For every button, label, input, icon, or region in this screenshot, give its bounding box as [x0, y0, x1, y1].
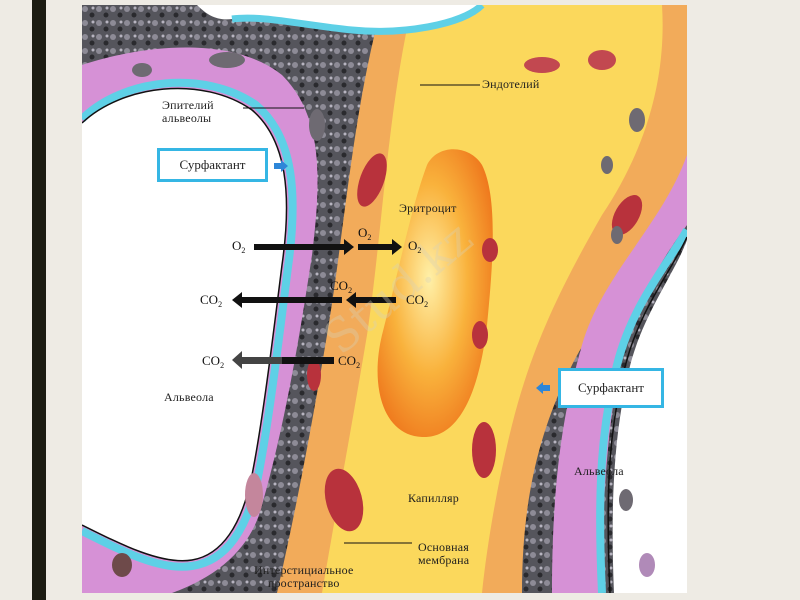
cell-nuclei [112, 50, 655, 577]
surfactant-left-label: Сурфактант [179, 157, 246, 172]
gas-co2-erythrocyte: CO2 [406, 292, 429, 309]
diagram-illustration: Stud.kz [82, 5, 687, 593]
alveolar-capillary-diagram: Stud.kz Эпителий альвеолы Эндотелий Эрит… [82, 5, 687, 593]
left-alveolus [82, 88, 287, 561]
gas-o2-alveola: O2 [232, 238, 246, 255]
capillary-plasma [322, 5, 663, 593]
label-endothelium: Эндотелий [482, 77, 540, 91]
erythrocyte-shape [377, 149, 493, 438]
label-basement-membrane: Основная мембрана [418, 541, 469, 567]
label-interstitial-line2: пространство [267, 576, 340, 590]
surfactant-box-left: Сурфактант [157, 148, 268, 182]
label-erythrocyte: Эритроцит [399, 201, 457, 215]
label-interstitial: Интерстициальное пространство [254, 564, 353, 590]
surfactant-left-arrow-icon [274, 160, 288, 172]
label-epithelium-line2: альвеолы [162, 111, 212, 125]
gas-co2-plasma: CO2 [330, 278, 353, 295]
surfactant-box-right: Сурфактант [558, 368, 664, 408]
label-alveola-right: Альвеола [574, 464, 624, 478]
gas-o2-erythrocyte: O2 [408, 238, 422, 255]
label-capillary: Капилляр [408, 491, 459, 505]
right-alveolar-wall [552, 155, 687, 593]
label-basement-membrane-line2: мембрана [418, 553, 470, 567]
gas-exchange-arrows [232, 239, 402, 369]
label-basement-membrane-line1: Основная [418, 540, 469, 554]
surfactant-right-arrow-icon [536, 382, 550, 394]
gas-o2-plasma: O2 [358, 225, 372, 242]
label-epithelium-line1: Эпителий [162, 98, 214, 112]
left-epithelium [82, 78, 297, 571]
label-epithelium: Эпителий альвеолы [162, 99, 214, 125]
gas-co2-alveola-1: CO2 [200, 292, 223, 309]
surfactant-right-label: Сурфактант [578, 380, 644, 395]
gas-co2-alveola-2: CO2 [202, 353, 225, 370]
top-alveolus [197, 5, 482, 32]
slide-left-bar [32, 0, 46, 600]
gas-co2-plasma-2: CO2 [338, 353, 361, 370]
label-alveola-left: Альвеола [164, 390, 214, 404]
label-interstitial-line1: Интерстициальное [254, 563, 354, 577]
